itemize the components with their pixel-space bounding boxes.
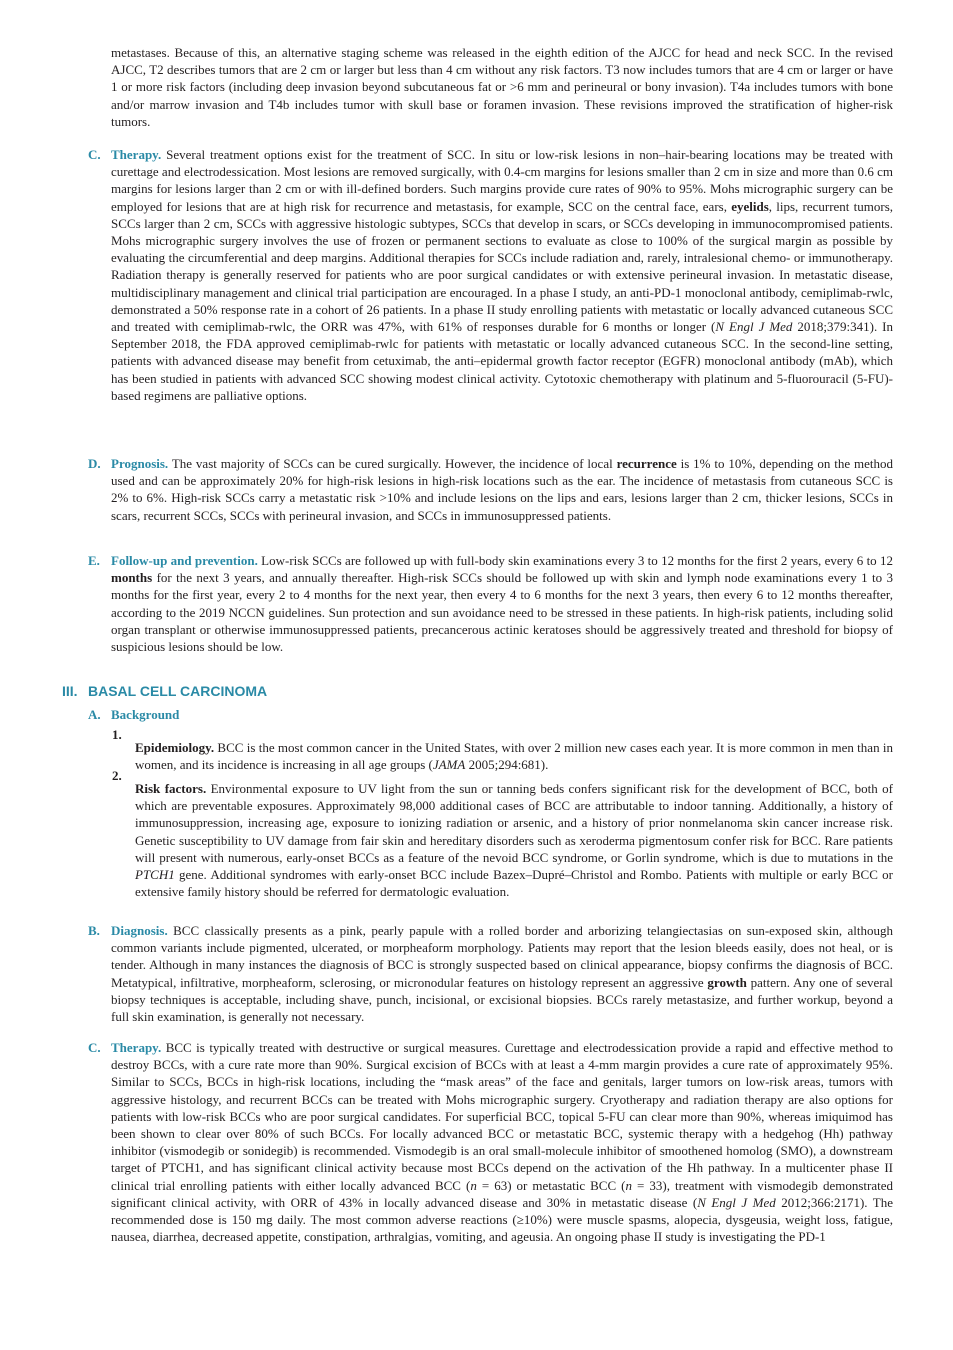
bcc-therapy-heading: Therapy. (111, 1040, 162, 1055)
scc-followup-bold-months: months (111, 570, 153, 586)
section-title: BASAL CELL CARCINOMA (88, 683, 268, 699)
scc-therapy-text-1: Several treatment options exist for the … (111, 147, 893, 214)
scc-therapy-citation: N Engl J Med (715, 319, 793, 335)
scc-prognosis-bold-recurrence: recurrence (616, 456, 677, 471)
bcc-epidemiology-citation: JAMA (432, 757, 466, 773)
bcc-diagnosis-bold-growth: growth (707, 974, 747, 990)
bcc-risk-factors-number: 2. (112, 768, 122, 783)
bcc-epidemiology-text-1: BCC is the most common cancer in the Uni… (135, 740, 893, 773)
bcc-diagnosis-text-2: pattern. Any one of several biopsy techn… (111, 974, 893, 1025)
bcc-risk-factors-text-1: Environmental exposure to UV light from … (135, 781, 894, 865)
scc-prognosis-text-2: is 1% to 10%, depending on the method us… (111, 456, 893, 523)
scc-therapy-letter: C. (88, 147, 101, 162)
section-roman-numeral: III. (62, 683, 78, 699)
bcc-therapy-n-2: n (625, 1177, 633, 1193)
bcc-therapy-text-1: BCC is typically treated with destructiv… (111, 1040, 893, 1193)
section-heading: III. BASAL CELL CARCINOMA (62, 682, 267, 700)
bcc-therapy-citation: N Engl J Med (697, 1194, 776, 1210)
scc-followup-text-1: Low-risk SCCs are followed up with full-… (257, 553, 893, 568)
bcc-risk-factors-paragraph: Risk factors. Environmental exposure to … (135, 780, 893, 900)
bcc-diagnosis-text-1: BCC classically presents as a pink, pear… (111, 923, 893, 990)
intro-text: metastases. Because of this, an alternat… (111, 45, 893, 129)
scc-prognosis-text-1: The vast majority of SCCs can be cured s… (168, 456, 617, 471)
scc-prognosis-paragraph: Prognosis. The vast majority of SCCs can… (111, 455, 893, 524)
bcc-therapy-paragraph: Therapy. BCC is typically treated with d… (111, 1039, 893, 1245)
bcc-diagnosis-heading: Diagnosis. (111, 923, 168, 938)
scc-followup-section: E. Follow-up and prevention. Low-risk SC… (88, 552, 893, 655)
scc-followup-paragraph: Follow-up and prevention. Low-risk SCCs … (111, 552, 893, 655)
bcc-epidemiology-paragraph: Epidemiology. BCC is the most common can… (135, 739, 893, 773)
bcc-diagnosis-paragraph: Diagnosis. BCC classically presents as a… (111, 922, 893, 1025)
scc-therapy-heading: Therapy. (111, 147, 162, 162)
scc-therapy-bold-eyelids: eyelids (731, 198, 769, 214)
bcc-diagnosis-letter: B. (88, 923, 100, 938)
bcc-risk-factors-heading: Risk factors. (135, 781, 207, 796)
bcc-therapy-section: C. Therapy. BCC is typically treated wit… (88, 1039, 893, 1245)
bcc-therapy-text-3: = 33), treatment with vismodegib demonst… (111, 1177, 893, 1210)
bcc-epidemiology-number: 1. (112, 727, 122, 742)
bcc-diagnosis-section: B. Diagnosis. BCC classically presents a… (88, 922, 893, 1025)
scc-therapy-paragraph: Therapy. Several treatment options exist… (111, 146, 893, 404)
scc-therapy-text-3: 2018;379:341). In September 2018, the FD… (111, 319, 894, 403)
bcc-epidemiology-heading: Epidemiology. (135, 740, 215, 755)
bcc-therapy-text-2: = 63) or metastatic BCC ( (476, 1177, 626, 1193)
scc-therapy-text-2: , lips, recurrent tumors, SCCs larger th… (111, 198, 893, 335)
bcc-background-letter: A. (88, 707, 101, 722)
scc-prognosis-heading: Prognosis. (111, 456, 169, 471)
scc-prognosis-section: D. Prognosis. The vast majority of SCCs … (88, 455, 893, 524)
bcc-risk-factors-gene: PTCH1 (135, 867, 175, 883)
scc-followup-letter: E. (88, 553, 100, 568)
intro-paragraph: metastases. Because of this, an alternat… (111, 44, 893, 130)
scc-therapy-section: C. Therapy. Several treatment options ex… (88, 146, 893, 404)
bcc-risk-factors-item: 2. Risk factors. Environmental exposure … (112, 767, 893, 913)
bcc-background-heading: A. Background (88, 706, 893, 723)
bcc-background-title: Background (111, 707, 180, 722)
bcc-therapy-n-1: n (470, 1177, 477, 1193)
bcc-therapy-letter: C. (88, 1040, 101, 1055)
bcc-therapy-text-4: 2012;366:2171). The recommended dose is … (111, 1194, 894, 1245)
scc-followup-text-2: for the next 3 years, and annually there… (111, 570, 893, 655)
bcc-risk-factors-text-2: gene. Additional syndromes with early-on… (135, 867, 893, 900)
scc-prognosis-letter: D. (88, 456, 101, 471)
scc-followup-heading: Follow-up and prevention. (111, 553, 258, 568)
bcc-epidemiology-item: 1. Epidemiology. BCC is the most common … (112, 726, 893, 786)
bcc-epidemiology-text-2: 2005;294:681). (465, 757, 549, 773)
